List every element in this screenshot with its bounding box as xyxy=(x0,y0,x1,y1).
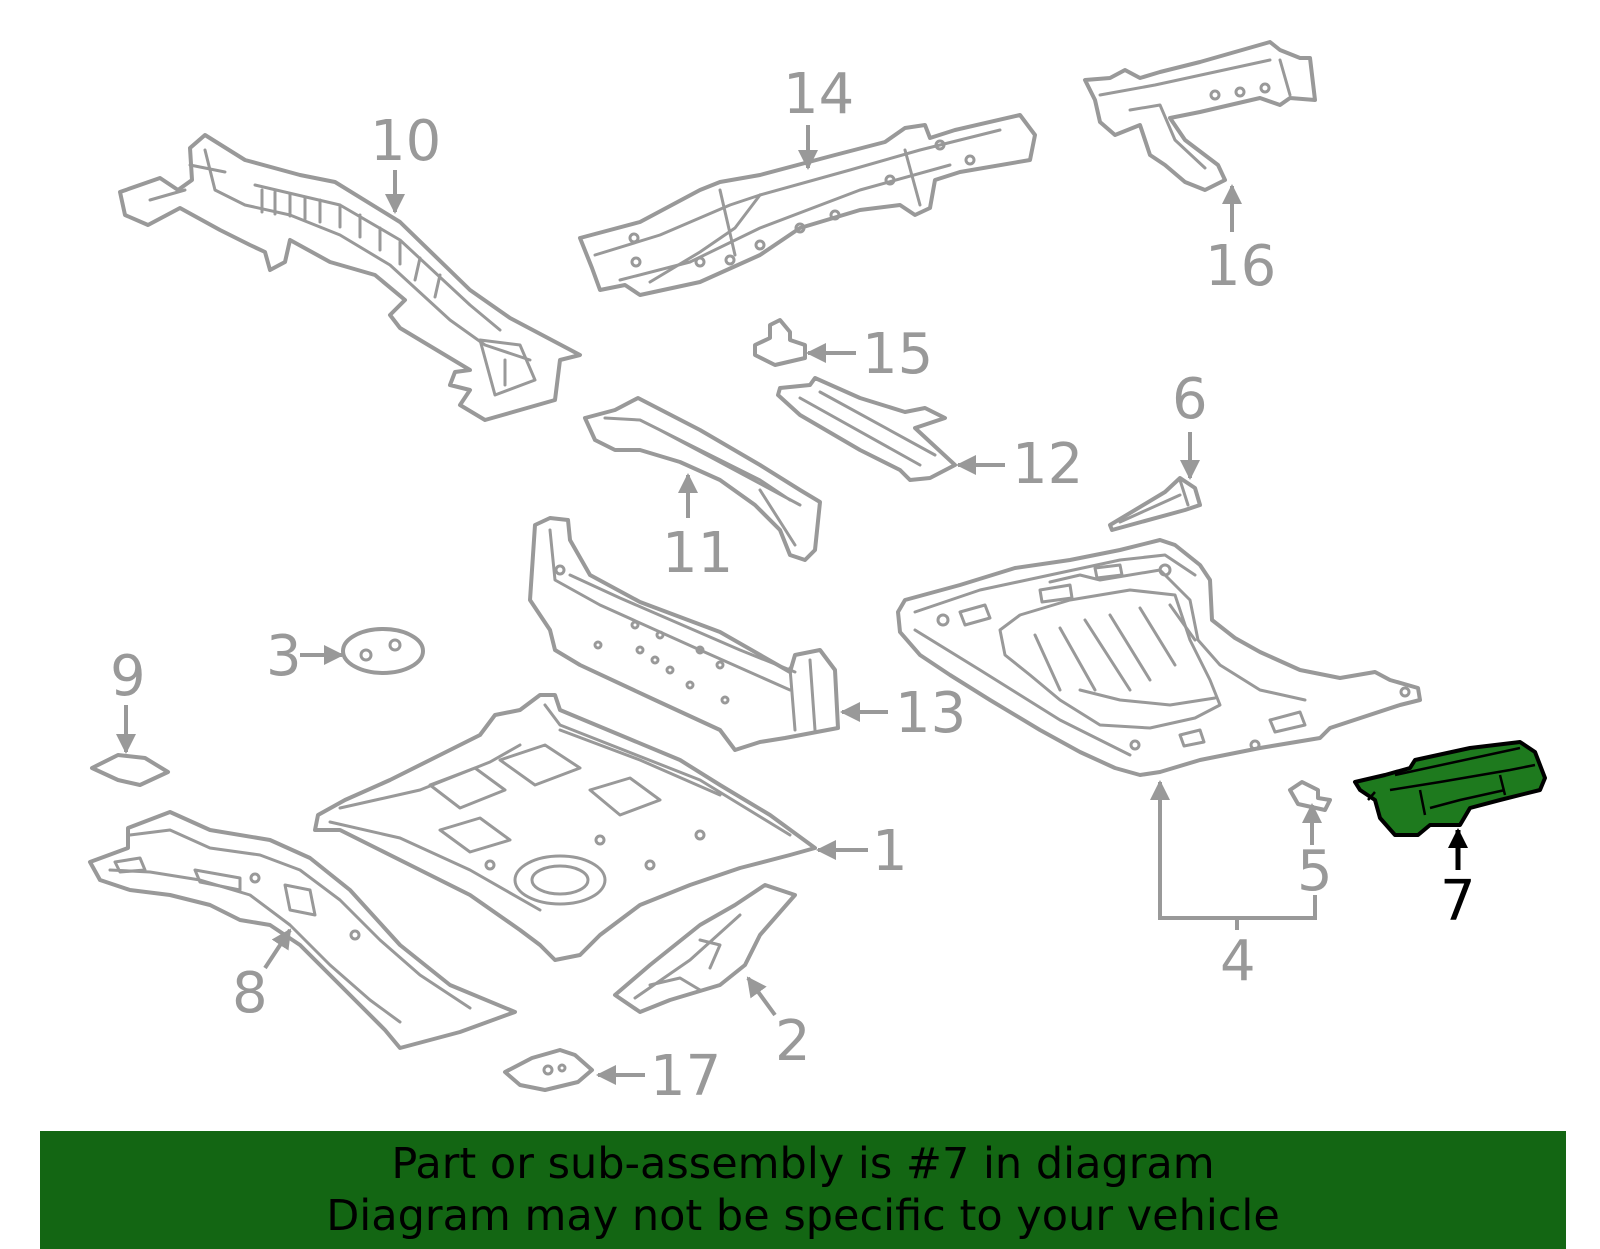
callout-11: 11 xyxy=(662,521,733,586)
callout-3: 3 xyxy=(266,624,302,689)
callout-9: 9 xyxy=(110,644,146,709)
info-banner: Part or sub-assembly is #7 in diagram Di… xyxy=(40,1131,1566,1249)
callout-numbers: 10 14 16 15 12 11 6 3 13 9 1 2 8 17 5 4 … xyxy=(110,62,1476,1109)
part-14-floor-side-member[interactable] xyxy=(578,113,1037,297)
part-10-rear-side-member[interactable] xyxy=(118,133,582,422)
callout-12: 12 xyxy=(1012,432,1083,497)
banner-line-2: Diagram may not be specific to your vehi… xyxy=(326,1191,1280,1241)
callout-1: 1 xyxy=(872,819,908,884)
part-13-rear-crossmember[interactable] xyxy=(528,516,840,752)
callout-7: 7 xyxy=(1440,869,1476,934)
leader-lines xyxy=(116,125,1322,1085)
part-6-bracket[interactable] xyxy=(1108,476,1202,532)
part-7-highlighted[interactable] xyxy=(1353,740,1547,837)
callout-10: 10 xyxy=(370,109,441,174)
part-12-reinforcement[interactable] xyxy=(776,376,957,482)
part-9-plate[interactable] xyxy=(90,753,170,787)
callout-5: 5 xyxy=(1297,839,1333,904)
part-16-bracket[interactable] xyxy=(1083,40,1317,192)
callout-17: 17 xyxy=(650,1044,721,1109)
part-11-crossmember[interactable] xyxy=(583,396,822,562)
part-1-center-floor[interactable] xyxy=(313,693,817,962)
part-4-rear-floor-pan[interactable] xyxy=(896,538,1422,777)
callout-6: 6 xyxy=(1172,367,1208,432)
part-3-plug[interactable] xyxy=(341,627,425,675)
callout-14: 14 xyxy=(783,62,854,127)
banner-line-1: Part or sub-assembly is #7 in diagram xyxy=(391,1139,1215,1189)
callout-2: 2 xyxy=(775,1009,811,1074)
callout-16: 16 xyxy=(1205,234,1276,299)
callout-8: 8 xyxy=(232,961,268,1026)
part-15-clip[interactable] xyxy=(753,318,807,367)
part-8-side-member[interactable] xyxy=(88,810,517,1050)
callout-4: 4 xyxy=(1220,929,1256,994)
callout-13: 13 xyxy=(895,681,966,746)
part-17-bracket[interactable] xyxy=(503,1048,594,1092)
part-2-reinforcement[interactable] xyxy=(613,883,797,1014)
callout-15: 15 xyxy=(862,322,933,387)
